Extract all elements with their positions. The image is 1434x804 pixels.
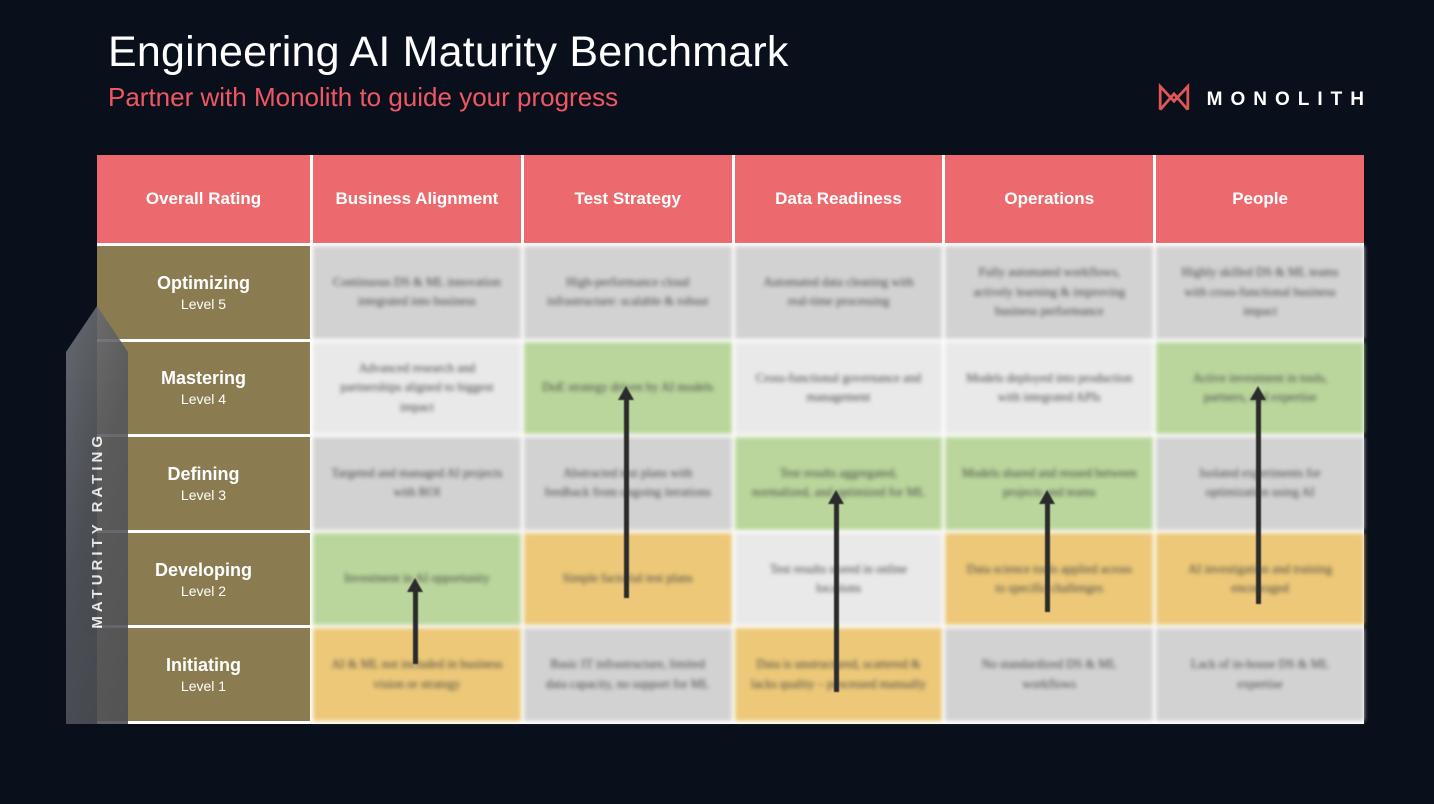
matrix-cell: Automated data cleaning with real-time p… [734,246,943,339]
matrix-cell-text: High-performance cloud infrastructure: s… [546,274,709,309]
row-name: Defining [167,463,240,484]
maturity-rating-label: MATURITY RATING [88,431,106,629]
arrow-shaft [1044,502,1050,612]
row-level: Level 5 [180,295,227,312]
matrix-cell-text: AI & ML not included in business vision … [331,657,503,691]
matrix-cell: Targeted and managed AI projects with RO… [313,437,521,530]
matrix-cell-text: Cross-functional governance and manageme… [755,370,922,404]
row-name: Initiating [166,655,241,676]
row-label-mastering: Mastering Level 4 [97,341,310,435]
column-header-business-alignment: Business Alignment [313,155,521,243]
row-level: Level 1 [180,678,227,695]
monolith-logo: MONOLITH [1155,80,1372,119]
matrix-cell: High-performance cloud infrastructure: s… [523,246,732,339]
row-label-defining: Defining Level 3 [97,437,310,530]
matrix-cell: Test results aggregated, normalized, and… [734,437,943,530]
arrow-shaft [412,590,418,664]
row-label-optimizing: Optimizing Level 5 [97,246,310,339]
matrix-cell-text: No standardized DS & ML workflows [981,657,1117,691]
row-label-developing: Developing Level 2 [97,532,310,626]
arrow-shaft [623,398,629,598]
arrow-head-icon [828,490,844,504]
matrix-cell: Models deployed into production with int… [945,341,1154,435]
matrix-cell: Lack of in-house DS & ML expertise [1156,628,1364,721]
monolith-m-icon [1155,80,1193,119]
progress-arrow-people [1250,386,1266,604]
progress-arrow-business-alignment [407,578,423,664]
matrix-cell: Advanced research and partnerships align… [313,341,521,435]
row-name: Mastering [160,368,247,389]
row-level: Level 4 [180,391,227,408]
matrix-cell: No standardized DS & ML workflows [945,628,1154,721]
matrix-cell-text: Targeted and managed AI projects with RO… [331,466,503,500]
matrix-cell: AI & ML not included in business vision … [313,628,521,721]
page-title: Engineering AI Maturity Benchmark [108,28,789,76]
matrix-cell-text: Basic IT infrastructure, limited data ca… [545,657,710,691]
column-header-test-strategy: Test Strategy [523,155,732,243]
logo-wordmark: MONOLITH [1206,88,1372,110]
arrow-shaft [833,502,839,692]
matrix-cell: Basic IT infrastructure, limited data ca… [523,628,732,721]
maturity-rating-axis-arrow: MATURITY RATING [66,306,128,724]
column-header-overall-rating: Overall Rating [97,155,310,243]
progress-arrow-data-readiness [828,490,844,692]
row-name: Optimizing [157,272,250,293]
column-header-operations: Operations [945,155,1154,243]
row-name: Developing [154,559,252,580]
arrow-head-icon [618,386,634,400]
progress-arrow-test-strategy [618,386,634,598]
matrix-cell: Fully automated workflows, actively lear… [945,246,1154,339]
row-label-initiating: Initiating Level 1 [97,628,310,721]
column-header-data-readiness: Data Readiness [734,155,943,243]
matrix-cell: Continuous DS & ML innovation integrated… [313,246,521,339]
matrix-cell-text: Automated data cleaning with real-time p… [763,274,914,309]
arrow-head-icon [1250,386,1266,400]
matrix-cell-text: Fully automated workflows, actively lear… [973,265,1126,318]
matrix-cell: Highly skilled DS & ML teams with cross-… [1156,246,1364,339]
row-level: Level 3 [180,486,227,503]
matrix-cell-text: Advanced research and partnerships align… [340,360,494,414]
arrow-shaft [1255,398,1261,604]
page-subtitle: Partner with Monolith to guide your prog… [108,82,619,112]
row-level: Level 2 [180,582,227,599]
matrix-cell: Cross-functional governance and manageme… [734,341,943,435]
progress-arrow-operations [1039,490,1055,612]
column-header-people: People [1156,155,1364,243]
matrix-cell-text: Highly skilled DS & ML teams with cross-… [1181,265,1339,318]
matrix-cell-text: Models deployed into production with int… [966,370,1133,404]
maturity-matrix: Overall Rating Business Alignment Test S… [97,155,1364,724]
matrix-cell-text: Lack of in-house DS & ML expertise [1190,657,1330,691]
arrow-head-icon [407,578,423,592]
matrix-cell-text: Test results aggregated, normalized, and… [751,466,926,500]
matrix-cell-text: Continuous DS & ML innovation integrated… [333,274,501,309]
arrow-head-icon [1039,490,1055,504]
